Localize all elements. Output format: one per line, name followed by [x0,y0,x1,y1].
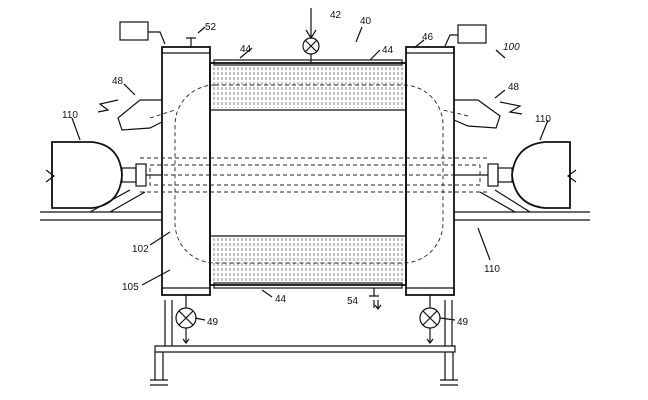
control-box-right [458,25,486,43]
bottom-hatch-band [214,238,402,281]
label-100: 100 [503,42,520,53]
label-48a: 48 [112,76,124,87]
left-motor [52,142,122,208]
label-49b: 49 [457,317,469,328]
leader-102 [150,232,170,245]
control-box-left [120,22,148,40]
arrow-49a [183,335,189,343]
leader-40 [356,27,362,42]
support-frame [150,300,458,385]
label-40: 40 [360,16,372,27]
label-44b: 44 [382,45,394,56]
leader-44c [262,290,272,297]
arrow-54 [375,300,381,309]
left-end-housing [162,47,210,295]
right-end-housing [406,47,454,295]
label-105: 105 [122,282,139,293]
left-exhaust-duct [118,100,162,130]
vent-52 [186,38,196,47]
drum-body [210,63,406,285]
left-motor-base [40,190,162,220]
leader-box-right [445,35,458,46]
leader-49b [440,318,455,320]
leader-48a [124,84,135,95]
label-110b: 110 [535,114,551,125]
label-102: 102 [132,244,149,255]
leader-44b [370,50,380,60]
right-motor [512,142,570,208]
label-44a: 44 [240,44,252,55]
label-46: 46 [422,32,434,43]
arrow-49b [427,335,433,343]
label-110c: 110 [484,264,500,275]
label-42: 42 [330,10,342,21]
label-110a: 110 [62,110,78,121]
label-54: 54 [347,296,359,307]
leader-105 [142,270,170,285]
leader-48b [495,90,505,98]
label-52: 52 [205,22,217,33]
leader-110a [72,118,80,140]
leader-110c [478,228,490,260]
top-hatch-band [214,67,402,108]
leader-52 [198,27,205,33]
leader-box-left [148,32,165,44]
label-49a: 49 [207,317,219,328]
label-48b: 48 [508,82,520,93]
label-44c: 44 [275,294,287,305]
